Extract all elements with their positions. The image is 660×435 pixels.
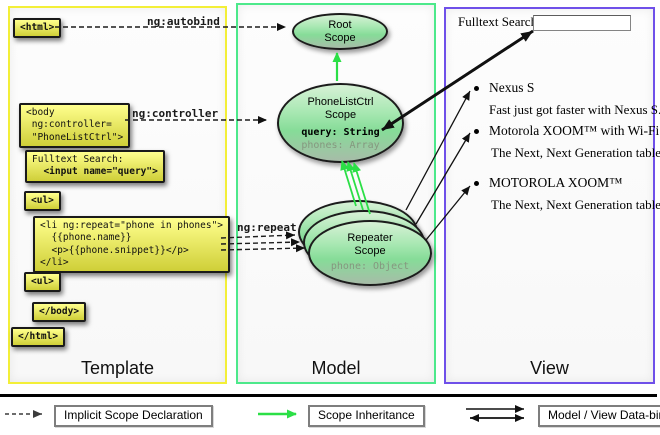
view-panel-title: View: [530, 358, 569, 378]
legend-scope-inheritance: Scope Inheritance: [308, 405, 425, 427]
code-body-open: <body ng:controller= "PhoneListCtrl">: [19, 103, 131, 149]
legend-implicit-scope: Implicit Scope Declaration: [54, 405, 213, 427]
ng-autobind-label: ng:autobind: [147, 15, 220, 28]
code-fulltext-input: <input name="query">: [32, 166, 158, 178]
fulltext-search-input[interactable]: [533, 15, 631, 31]
repeater-scope-title: Repeater Scope: [347, 232, 393, 257]
legend-divider: [0, 394, 657, 397]
phone-item-title: Nexus S: [489, 80, 535, 95]
phone-item-snippet: Fast just got faster with Nexus S.: [489, 102, 660, 117]
code-html-close: </html>: [11, 327, 66, 348]
phone-item-title: Motorola XOOM™ with Wi-Fi: [489, 123, 660, 138]
model-panel: Model: [236, 3, 436, 384]
model-panel-title: Model: [311, 358, 361, 378]
bullet-icon: [474, 86, 479, 91]
code-fulltext-label: Fulltext Search:: [32, 154, 124, 165]
repeater-scope-ellipse: Repeater Scope phone: Object: [308, 220, 432, 286]
fulltext-search-label: Fulltext Search:: [458, 14, 541, 29]
code-li-repeat: <li ng:repeat="phone in phones"> {{phone…: [33, 216, 231, 274]
code-ul-second: <ul>: [24, 272, 61, 293]
code-html-open: <html>: [13, 18, 62, 39]
view-panel: View: [444, 7, 655, 384]
phone-item-snippet: The Next, Next Generation tablet.: [491, 197, 660, 212]
bullet-icon: [474, 181, 479, 186]
bullet-icon: [474, 129, 479, 134]
root-scope-title: Root Scope: [324, 18, 356, 44]
phonelistctrl-scope-ellipse: PhoneListCtrl Scope query: String phones…: [277, 83, 404, 163]
scope-prop-phone: phone: Object: [330, 261, 410, 273]
phone-item-title: MOTOROLA XOOM™: [489, 175, 623, 190]
scope-prop-query: query: String: [301, 127, 380, 139]
ng-controller-label: ng:controller: [132, 107, 219, 120]
template-panel-title: Template: [80, 358, 155, 378]
code-body-close: </body>: [32, 302, 87, 323]
scope-prop-phones: phones: Array: [301, 139, 380, 151]
phonelistctrl-scope-title: PhoneListCtrl Scope: [307, 95, 374, 121]
root-scope-ellipse: Root Scope: [292, 13, 388, 50]
code-fulltext-search: Fulltext Search: <input name="query">: [25, 150, 165, 183]
legend-data-binding: Model / View Data-binding: [538, 405, 660, 427]
phone-item-snippet: The Next, Next Generation tablet.: [491, 145, 660, 160]
code-ul-open: <ul>: [24, 191, 61, 212]
ng-repeat-label: ng:repeat: [237, 221, 297, 234]
